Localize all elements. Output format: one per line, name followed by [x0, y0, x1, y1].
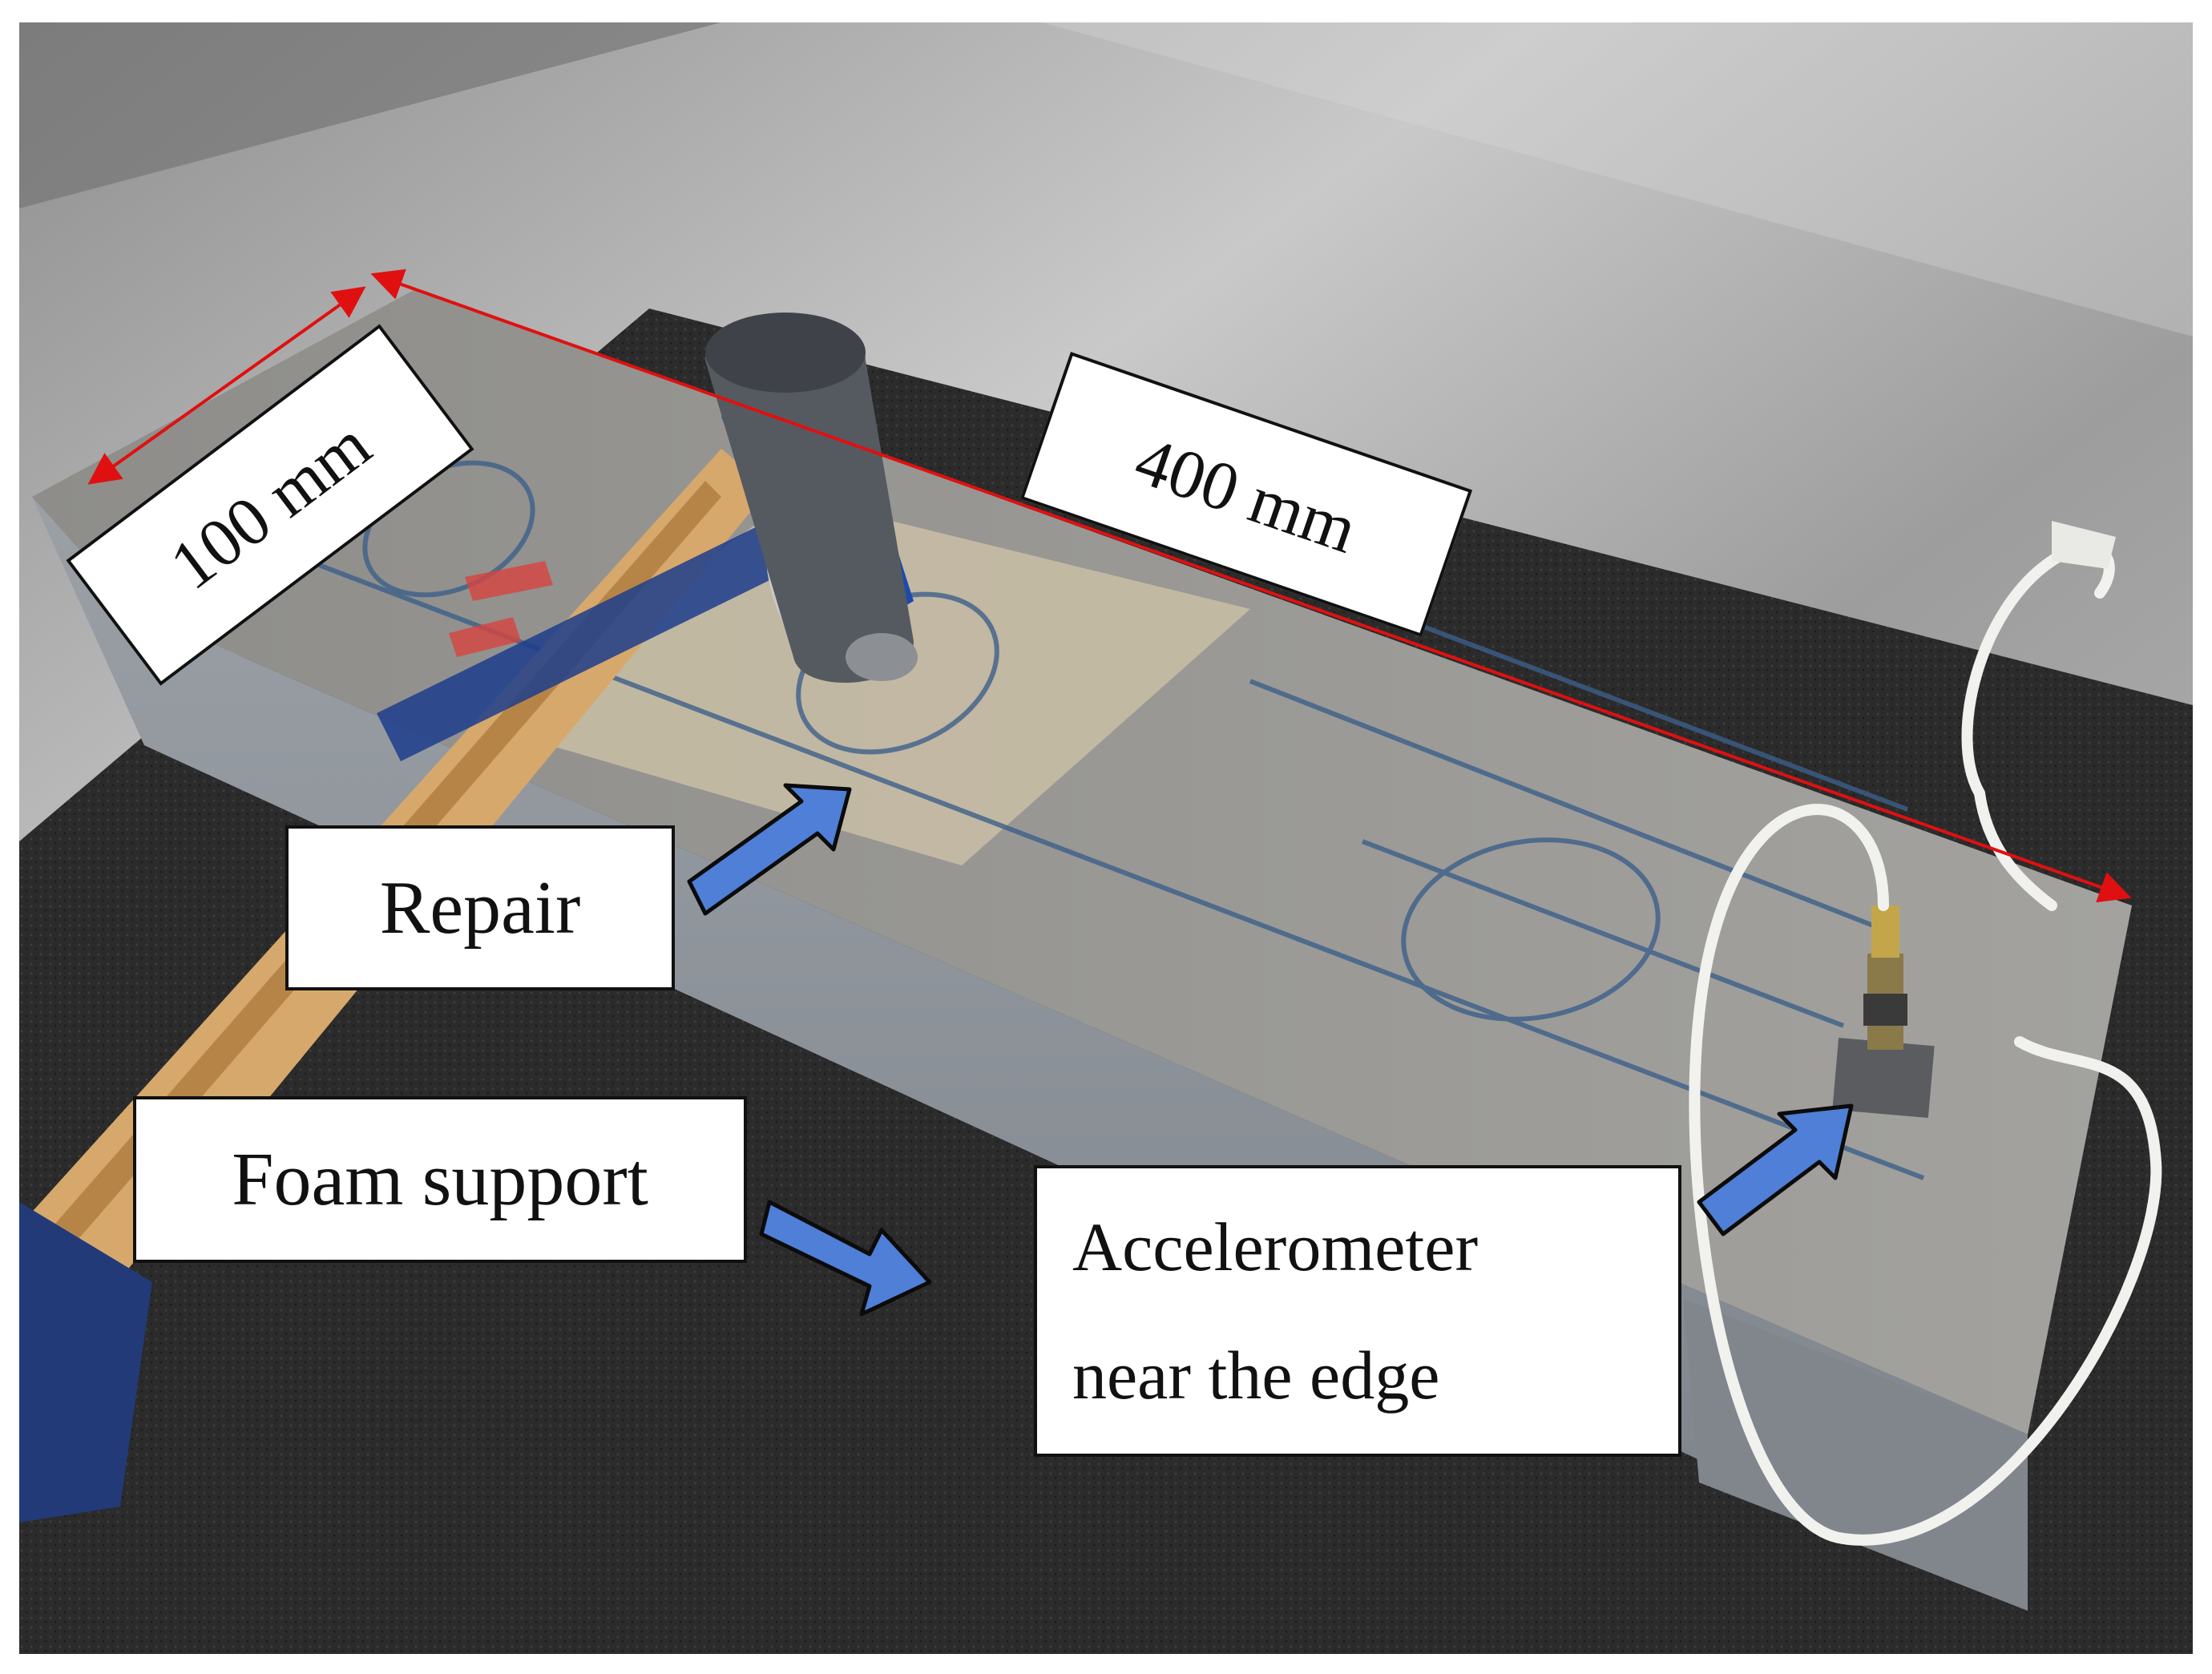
- dimension-arrow-400: [370, 268, 2132, 903]
- length-dimension-text: 400 mm: [1125, 421, 1367, 568]
- repair-label: Repair: [285, 825, 675, 990]
- foam-support-label: Foam support: [133, 1096, 747, 1263]
- accelerometer-text-line2: near the edge: [1072, 1337, 1440, 1414]
- accelerometer-icon: [1832, 906, 1935, 1119]
- accelerometer-text-line1: Accelerometer: [1072, 1208, 1479, 1285]
- repair-text: Repair: [379, 866, 581, 950]
- pointer-arrow-foam: [759, 1200, 932, 1317]
- pointer-arrow-accelerometer: [1697, 1103, 1854, 1236]
- dimension-arrow-100: [87, 286, 366, 485]
- accelerometer-label: Accelerometer near the edge: [1034, 1165, 1681, 1457]
- foam-support-text: Foam support: [232, 1138, 648, 1221]
- pointer-arrow-repair: [687, 783, 852, 916]
